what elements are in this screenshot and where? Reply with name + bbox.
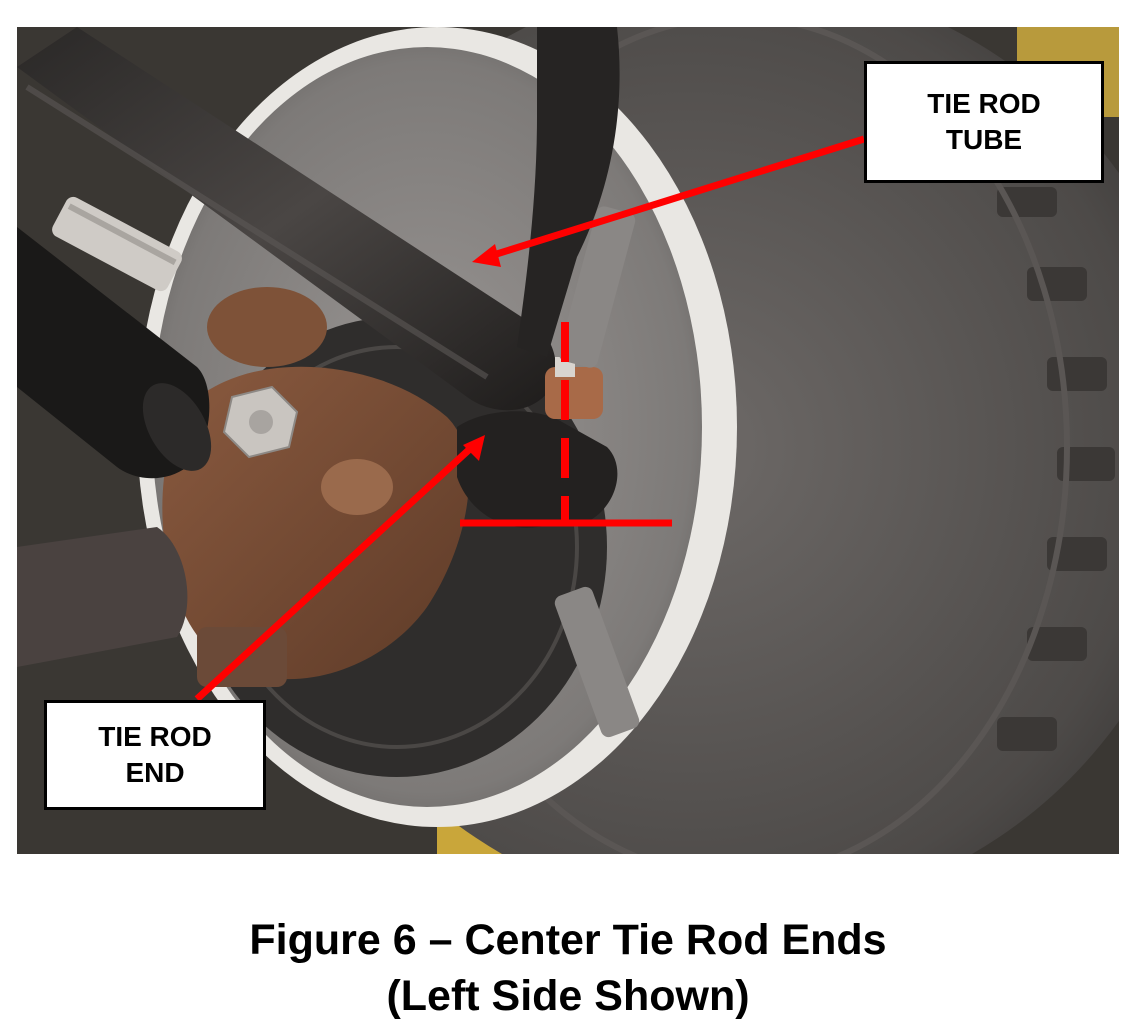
tie-rod-end-nut bbox=[545, 367, 603, 419]
hex-bolt bbox=[222, 385, 299, 459]
tube-leader-arrowhead bbox=[472, 244, 501, 267]
tube-leader-line bbox=[485, 135, 866, 261]
tie-rod-tube-highlight bbox=[25, 84, 489, 380]
upper-drag-link bbox=[517, 27, 620, 357]
stud-bolt bbox=[52, 196, 182, 292]
red-annotation-lines bbox=[194, 135, 866, 702]
lower-control-arm bbox=[17, 527, 188, 667]
end-leader-line bbox=[194, 444, 475, 702]
tie-rod-tube bbox=[17, 27, 556, 411]
end-leader-arrowhead bbox=[463, 435, 485, 461]
shock-absorber-end bbox=[142, 383, 212, 471]
figure-caption-title: Figure 6 – Center Tie Rod Ends bbox=[249, 916, 887, 964]
callout-tie-rod-tube: TIE ROD TUBE bbox=[864, 61, 1104, 183]
rim-spokes bbox=[554, 206, 640, 738]
tie-rod-end-body bbox=[457, 411, 618, 528]
figure-caption-subtitle: (Left Side Shown) bbox=[386, 972, 750, 1020]
knuckle-boss bbox=[321, 459, 393, 515]
callout-tie-rod-end: TIE ROD END bbox=[44, 700, 266, 810]
knuckle-upper bbox=[207, 287, 327, 367]
